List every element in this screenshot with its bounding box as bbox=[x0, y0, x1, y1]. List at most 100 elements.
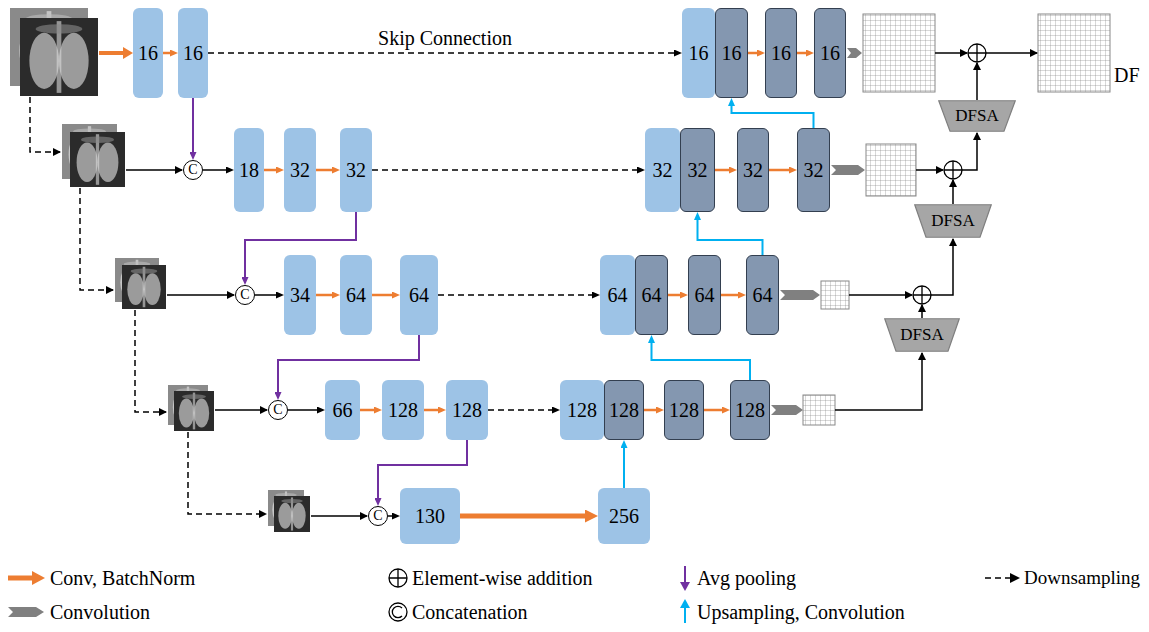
skip-connection bbox=[208, 52, 674, 54]
legend-sample bbox=[32, 571, 45, 585]
upsampling-arrow bbox=[698, 220, 763, 255]
concat-circle: C bbox=[235, 285, 255, 305]
input-image-pair bbox=[122, 265, 166, 309]
trapezoid-outline bbox=[885, 319, 960, 352]
concat-mark: C bbox=[188, 162, 197, 177]
channel-count: 32 bbox=[653, 159, 673, 181]
conv-arrow bbox=[360, 409, 374, 412]
decoder-feature-box: 64 bbox=[688, 255, 721, 335]
channel-count: 16 bbox=[183, 42, 203, 64]
field-flow-line bbox=[952, 180, 954, 204]
channel-count: 64 bbox=[608, 284, 628, 306]
field-flow-line bbox=[921, 305, 923, 318]
feature-map-box: 32 bbox=[284, 128, 316, 212]
channel-count: 16 bbox=[689, 42, 709, 64]
deformation-field bbox=[863, 14, 935, 92]
convolution-arrow bbox=[847, 48, 862, 58]
image-arrow bbox=[311, 515, 367, 517]
legend-sample bbox=[8, 576, 34, 581]
module-name: DFSA bbox=[955, 107, 998, 126]
feature-map-box: 16 bbox=[178, 8, 208, 98]
conv-arrow bbox=[163, 52, 170, 55]
flow-arrow bbox=[388, 515, 392, 517]
input-image-pair bbox=[268, 490, 310, 532]
legend-sample bbox=[680, 599, 690, 608]
field-flow-line bbox=[976, 63, 978, 100]
convolution-arrow bbox=[771, 48, 865, 415]
upsampling-arrow bbox=[652, 343, 751, 380]
channel-count: 66 bbox=[333, 399, 353, 421]
conv-arrow bbox=[748, 52, 757, 55]
feature-map-box: 64 bbox=[600, 255, 635, 335]
decoder-feature-box: 128 bbox=[664, 380, 704, 440]
channel-count: 64 bbox=[346, 284, 366, 306]
conv-arrow bbox=[644, 409, 656, 412]
decoder-feature-box: 16 bbox=[715, 8, 748, 98]
legend-sample bbox=[389, 603, 407, 621]
trapezoid-outline bbox=[939, 101, 1016, 132]
conv-arrow bbox=[316, 169, 332, 172]
conv-arrow bbox=[372, 294, 392, 297]
input-image-pair bbox=[115, 258, 166, 309]
convolution-arrow bbox=[831, 165, 865, 175]
field-flow-line bbox=[986, 52, 1037, 54]
avg-pooling-arrow bbox=[192, 98, 194, 152]
feature-map-box: 128 bbox=[560, 380, 604, 440]
conv-arrow bbox=[316, 294, 332, 297]
feature-map-box: 16 bbox=[682, 8, 715, 98]
legend-entry: Upsampling, Convolution bbox=[697, 601, 905, 624]
channel-count: 256 bbox=[609, 505, 639, 527]
dfsa-module: DFSA bbox=[914, 204, 992, 238]
channel-count: 32 bbox=[688, 159, 708, 181]
channel-count: 128 bbox=[609, 399, 639, 421]
conv-arrow bbox=[264, 169, 276, 172]
feature-map-box: 16 bbox=[133, 8, 163, 98]
legend-label: Element-wise addition bbox=[412, 567, 593, 590]
legend-label: Conv, BatchNorm bbox=[50, 567, 195, 590]
module-name: DFSA bbox=[931, 212, 974, 231]
channel-count: 64 bbox=[642, 284, 662, 306]
connector-layer bbox=[163, 53, 814, 516]
conv-arrow bbox=[715, 169, 729, 172]
channel-count: 64 bbox=[753, 284, 773, 306]
downsampling-arrow bbox=[188, 432, 266, 514]
input-image-pair bbox=[174, 391, 214, 431]
field-flow-line bbox=[835, 353, 922, 410]
conv-arrow bbox=[668, 294, 680, 297]
legend-sample bbox=[392, 606, 402, 617]
channel-count: 32 bbox=[290, 159, 310, 181]
deformation-field bbox=[1038, 14, 1110, 92]
input-image-pair bbox=[62, 124, 125, 187]
legend-label: Downsampling bbox=[1024, 567, 1140, 589]
skip-connection bbox=[372, 169, 637, 171]
convolution-arrow bbox=[771, 405, 803, 415]
conv-arrow bbox=[797, 52, 806, 55]
add-symbol bbox=[913, 286, 931, 304]
concat-circle: C bbox=[368, 506, 388, 526]
deformation-field bbox=[821, 281, 849, 309]
field-flow-line bbox=[916, 169, 943, 171]
decoder-feature-box: 32 bbox=[737, 128, 769, 212]
legend-sample bbox=[680, 582, 690, 591]
legend-label: Upsampling, Convolution bbox=[697, 601, 905, 624]
decoder-feature-box: 64 bbox=[746, 255, 779, 335]
channel-count: 128 bbox=[669, 399, 699, 421]
legend-sample bbox=[1010, 573, 1020, 583]
channel-count: 128 bbox=[388, 399, 418, 421]
input-image-pair bbox=[10, 8, 98, 96]
add-symbol bbox=[968, 44, 986, 62]
conv-arrow bbox=[424, 409, 438, 412]
field-flow-line bbox=[849, 294, 912, 296]
feature-map-box: 32 bbox=[645, 128, 680, 212]
feature-map-box: 64 bbox=[400, 255, 438, 335]
legend-entry: Conv, BatchNorm bbox=[50, 567, 195, 590]
concat-mark: C bbox=[273, 402, 282, 417]
image-arrow bbox=[126, 169, 182, 171]
decoder-feature-box: 128 bbox=[730, 380, 770, 440]
deformation-field bbox=[866, 144, 916, 196]
downsampling-arrow bbox=[30, 97, 60, 152]
channel-count: 128 bbox=[452, 399, 482, 421]
